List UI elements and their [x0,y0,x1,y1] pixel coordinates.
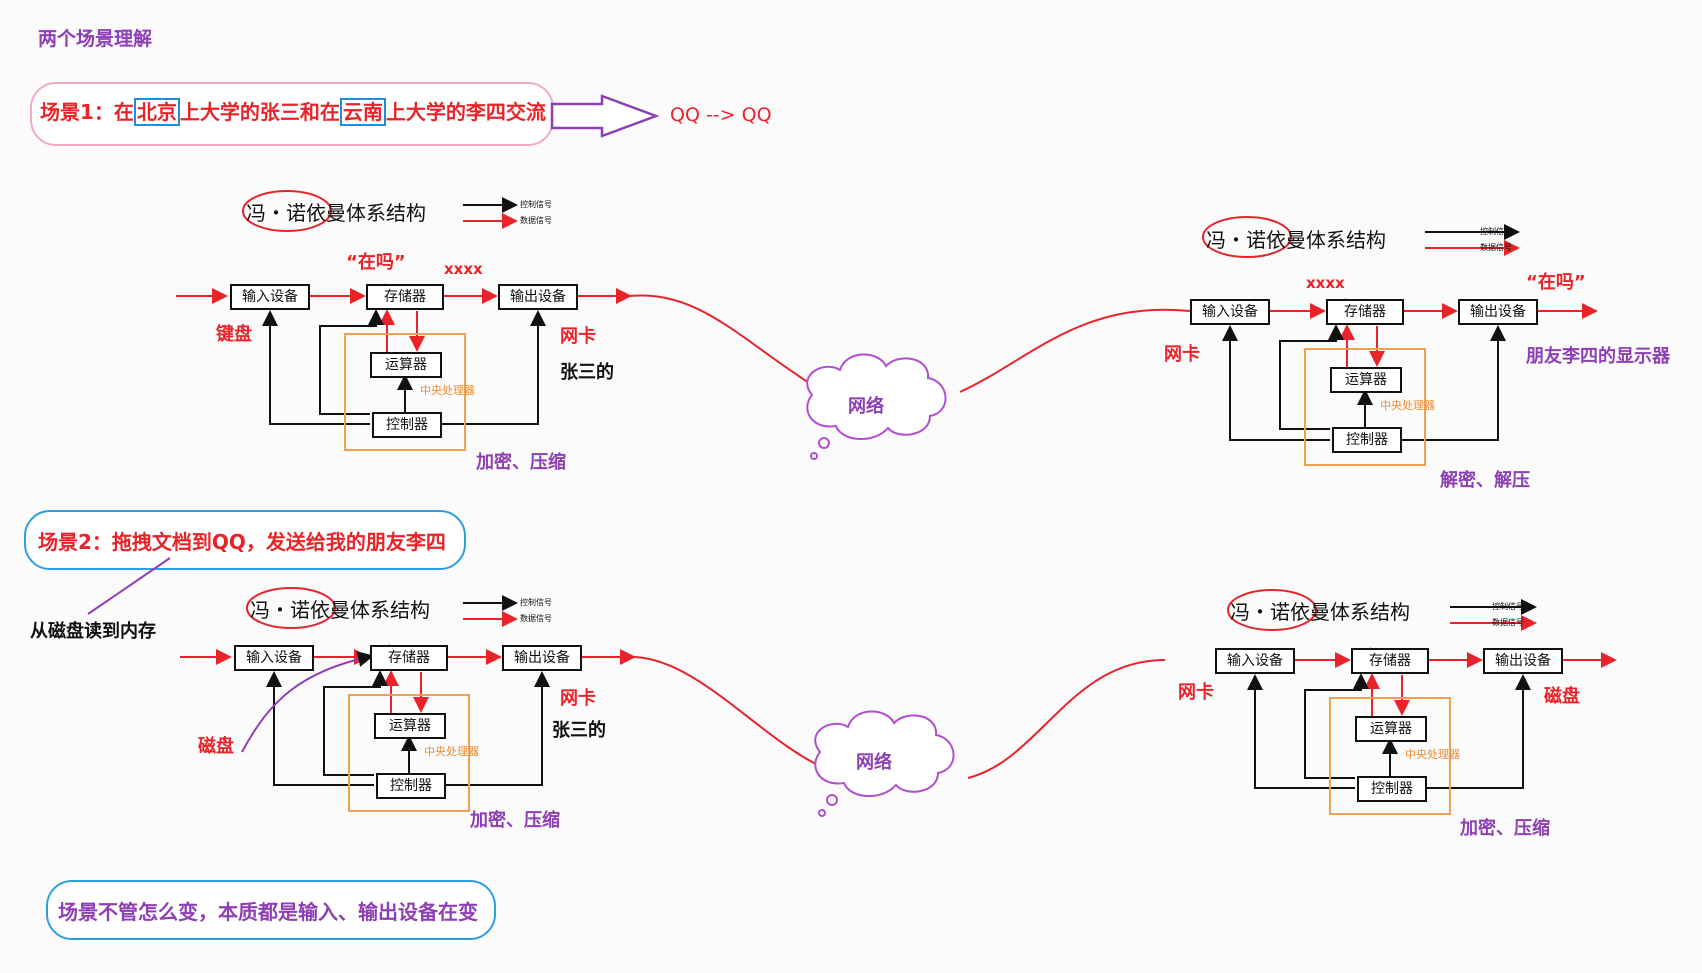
scene3-box: 场景不管怎么变，本质都是输入、输出设备在变 [46,880,496,940]
diagram1-alu-block: 运算器 [370,352,442,378]
diagram1-output-device: 网卡 [560,326,596,347]
diagram4-cpu-box [1329,697,1451,815]
diagram2-lines [1222,303,1598,441]
cloud-1-shape [806,353,947,441]
diagram4-legend [1450,599,1537,631]
diagram1-legend-data: 数据信号 [520,216,552,225]
scene2-box: 场景2：拖拽文档到QQ，发送给我的朋友李四 [24,510,466,570]
diagram1-process: 加密、压缩 [476,452,566,473]
diagram1-title: 冯・诺依曼体系结构 [246,201,426,225]
diagram1-cpu-label: 中央处理器 [420,384,475,397]
diagram2-legend-control: 控制信号 [1480,227,1512,236]
disk-pointer-line [241,651,374,753]
diagram1-controller-block: 控制器 [372,412,442,438]
scene1-highlight-beijing: 北京 [133,98,180,126]
diagram3-title-circle [246,587,336,629]
diagram4-output-block: 输出设备 [1483,648,1563,674]
diagram1-xxxx: xxxx [444,260,483,278]
diagram3-input-block: 输入设备 [234,645,314,671]
network-curve-2a [633,656,829,771]
network-curve-1a [629,294,821,391]
diagram3-title: 冯・诺依曼体系结构 [250,598,430,622]
diagram3-owner: 张三的 [552,720,606,741]
scene1-part1: 场景1：在 [40,100,134,124]
diagram3-legend-data: 数据信号 [520,614,552,623]
diagram4-title: 冯・诺依曼体系结构 [1230,600,1410,624]
diagram1-cpu-box [344,333,466,451]
diagram4-alu-block: 运算器 [1355,716,1427,742]
diagram2-cpu-label: 中央处理器 [1380,399,1435,412]
diagram2-input-device: 网卡 [1164,344,1200,365]
diagram2-alu-block: 运算器 [1330,367,1402,393]
diagram1-title-circle [242,190,332,232]
diagram4-output-device: 磁盘 [1544,686,1580,707]
diagram4-controller-block: 控制器 [1357,776,1427,802]
diagram4-input-device: 网卡 [1178,682,1214,703]
scene1-highlight-yunnan: 云南 [339,98,386,126]
scene1-part3: 上大学的李四交流 [385,100,546,124]
diagram1-storage-block: 存储器 [366,284,444,310]
diagram2-output-device: 朋友李四的显示器 [1526,346,1670,367]
scene1-arrow [550,94,660,138]
page-title: 两个场景理解 [38,28,153,50]
diagram4-title-circle [1227,589,1317,631]
diagram4-cpu-label: 中央处理器 [1405,748,1460,761]
diagram2-cpu-box [1304,348,1426,466]
diagram3-legend-control: 控制信号 [520,598,552,607]
diagram4-process: 加密、压缩 [1460,818,1550,839]
diagram2-process: 解密、解压 [1440,470,1530,491]
diagram2-output-block: 输出设备 [1458,299,1538,325]
diagram4-storage-block: 存储器 [1351,648,1429,674]
diagram2-title-circle [1202,216,1292,258]
diagram2-input-block: 输入设备 [1190,299,1270,325]
diagram2-output-message: “在吗” [1526,272,1586,293]
diagram1-legend [463,197,518,229]
scene3-text: 场景不管怎么变，本质都是输入、输出设备在变 [58,900,478,924]
diagram3-controller-block: 控制器 [376,773,446,799]
diagram4-input-block: 输入设备 [1215,648,1295,674]
diagram3-input-device: 磁盘 [198,736,234,757]
diagram3-cpu-box [348,694,470,812]
scene1-result: QQ --> QQ [670,104,772,126]
diagram3-storage-block: 存储器 [370,645,448,671]
scene1-text: 场景1：在北京上大学的张三和在云南上大学的李四交流 [40,96,546,126]
diagram3-process: 加密、压缩 [470,810,560,831]
diagram2-legend-data: 数据信号 [1480,243,1512,252]
cloud-2-shape [814,710,955,798]
diagram1-legend-control: 控制信号 [520,200,552,209]
diagram1-input-device: 键盘 [216,324,252,345]
network-curve-2b [967,659,1166,779]
diagram1-input-block: 输入设备 [230,284,310,310]
diagram1-lines [176,288,632,425]
diagram3-cpu-label: 中央处理器 [424,745,479,758]
scene2-note: 从磁盘读到内存 [30,621,156,642]
diagram3-output-block: 输出设备 [502,645,582,671]
scene2-text: 场景2：拖拽文档到QQ，发送给我的朋友李四 [38,530,446,554]
diagram2-title: 冯・诺依曼体系结构 [1206,228,1386,252]
diagram3-alu-block: 运算器 [374,713,446,739]
scene2-pointer-line [87,557,171,615]
diagram2-storage-block: 存储器 [1326,299,1404,325]
cloud-2-label: 网络 [856,752,892,773]
diagram1-owner: 张三的 [560,362,614,383]
network-curve-1b [959,308,1191,393]
diagram2-legend [1425,224,1520,256]
cloud-1-label: 网络 [848,396,884,417]
diagram1-message: “在吗” [346,252,406,273]
scene1-part2: 上大学的张三和在 [179,100,340,124]
diagram4-legend-data: 数据信号 [1492,618,1524,627]
diagram3-legend [463,595,518,627]
diagram4-legend-control: 控制信号 [1492,602,1524,611]
diagram3-output-device: 网卡 [560,688,596,709]
diagram2-controller-block: 控制器 [1332,427,1402,453]
diagram2-xxxx: xxxx [1306,274,1345,292]
diagram1-output-block: 输出设备 [498,284,578,310]
